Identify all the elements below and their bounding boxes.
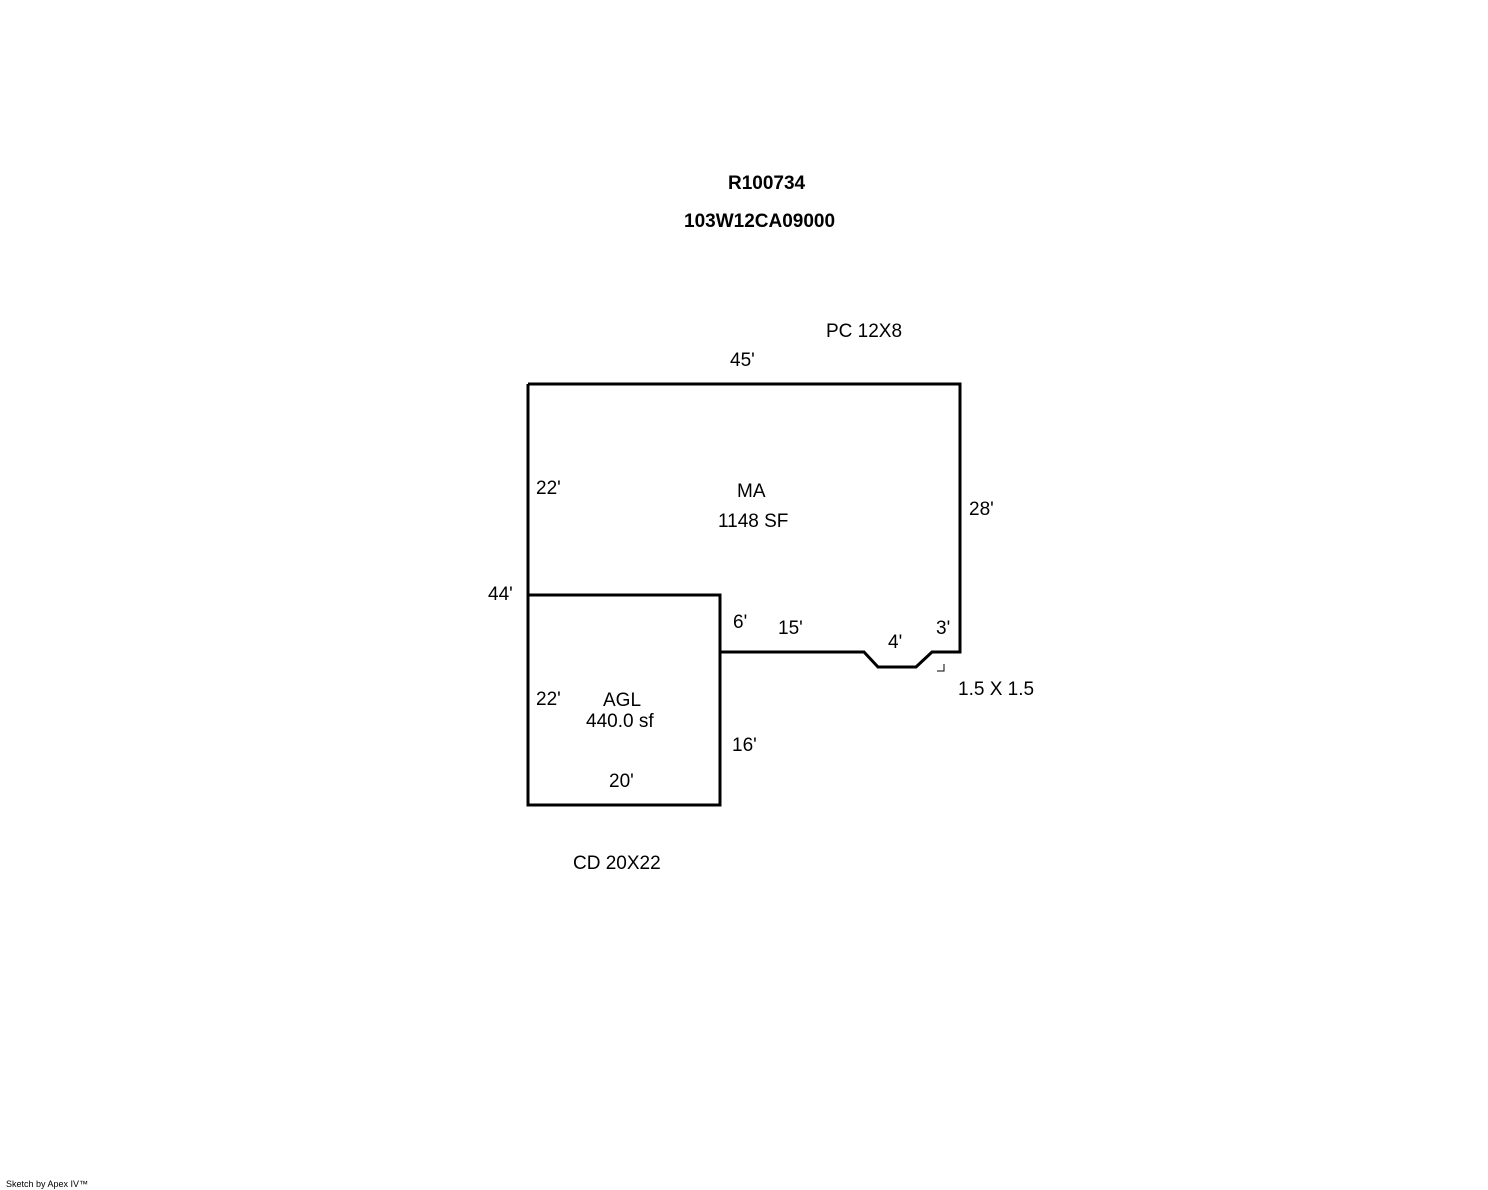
garage-bottom-dimension: 20' xyxy=(609,771,634,792)
bay-dimension: 4' xyxy=(888,632,903,653)
garage-right-dimension: 16' xyxy=(732,735,757,756)
main-area-outline xyxy=(528,382,962,669)
garage-top-dimension: 6' xyxy=(733,612,748,633)
garage-area-size: 440.0 sf xyxy=(586,711,654,732)
account-number: R100734 xyxy=(728,173,806,194)
mid-dimension: 15' xyxy=(778,618,803,639)
corner-dimension: 3' xyxy=(936,618,951,639)
garage-area-code: AGL xyxy=(603,690,642,711)
garage-outline xyxy=(526,593,722,807)
small-dimension: 1.5 X 1.5 xyxy=(958,679,1035,700)
main-area-code: MA xyxy=(737,481,766,502)
top-dimension: 45' xyxy=(730,350,755,371)
corner-mark xyxy=(937,664,945,672)
main-area-size: 1148 SF xyxy=(718,511,789,532)
left-outer-dimension: 44' xyxy=(488,584,513,605)
garage-left-dimension: 22' xyxy=(536,689,561,710)
pc-label: PC 12X8 xyxy=(826,321,903,342)
cd-label: CD 20X22 xyxy=(573,853,661,874)
right-dimension: 28' xyxy=(969,499,994,520)
map-tax-lot: 103W12CA09000 xyxy=(684,211,836,232)
left-upper-dimension: 22' xyxy=(536,478,561,499)
sketch-credit: Sketch by Apex IV™ xyxy=(6,1179,89,1189)
